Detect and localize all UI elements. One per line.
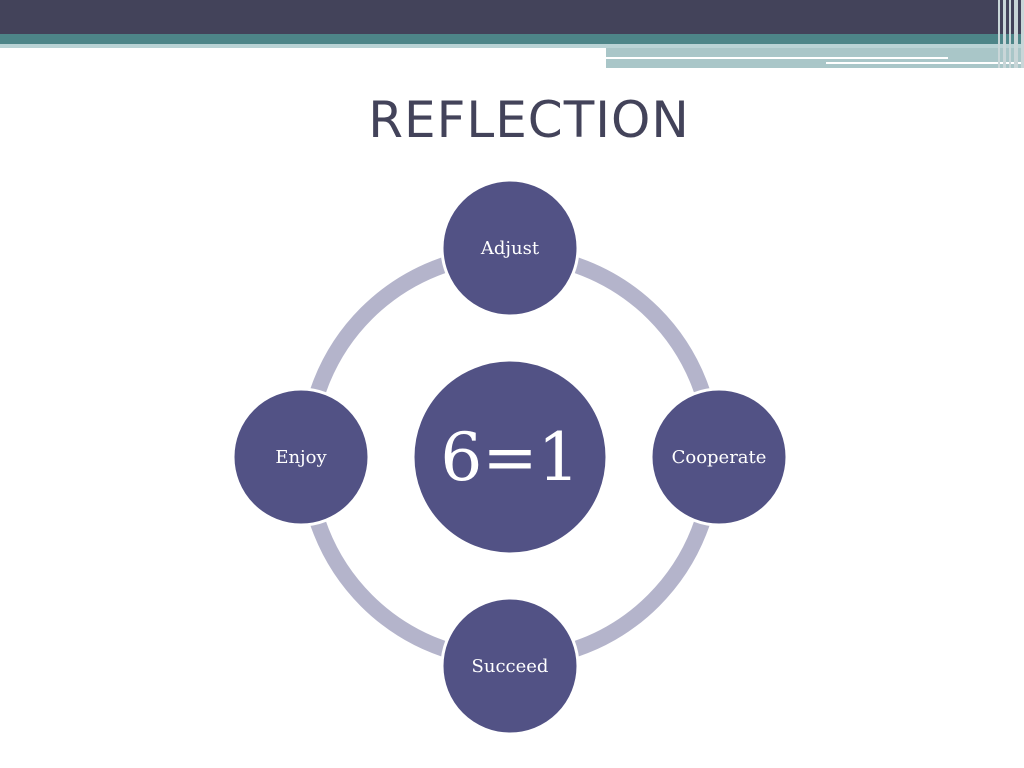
header-accent-line bbox=[826, 62, 1024, 64]
node-adjust: Adjust bbox=[440, 178, 580, 318]
node-circle bbox=[440, 596, 580, 736]
center-circle bbox=[411, 358, 609, 556]
header-band-teal-light bbox=[0, 44, 1024, 48]
node-succeed: Succeed bbox=[440, 596, 580, 736]
stripe bbox=[1003, 0, 1006, 68]
node-enjoy: Enjoy bbox=[231, 387, 371, 527]
node-circle bbox=[649, 387, 789, 527]
node-circle bbox=[440, 178, 580, 318]
header-band-dark bbox=[0, 0, 1024, 34]
stripe bbox=[1014, 0, 1018, 68]
node-label: Adjust bbox=[480, 238, 540, 259]
stripe bbox=[1009, 0, 1011, 68]
header-band-teal bbox=[0, 34, 1024, 44]
slide-title: REFLECTION bbox=[368, 91, 690, 149]
node-label: Succeed bbox=[472, 656, 549, 677]
stripe bbox=[1021, 0, 1024, 68]
node-label: Cooperate bbox=[672, 447, 767, 468]
stripe bbox=[998, 0, 1000, 68]
node-label: Enjoy bbox=[275, 447, 327, 468]
center-label: 6=1 bbox=[440, 419, 579, 496]
header-vertical-stripes bbox=[994, 0, 1024, 68]
node-cooperate: Cooperate bbox=[649, 387, 789, 527]
header-accent-line bbox=[606, 57, 948, 59]
node-circle bbox=[231, 387, 371, 527]
